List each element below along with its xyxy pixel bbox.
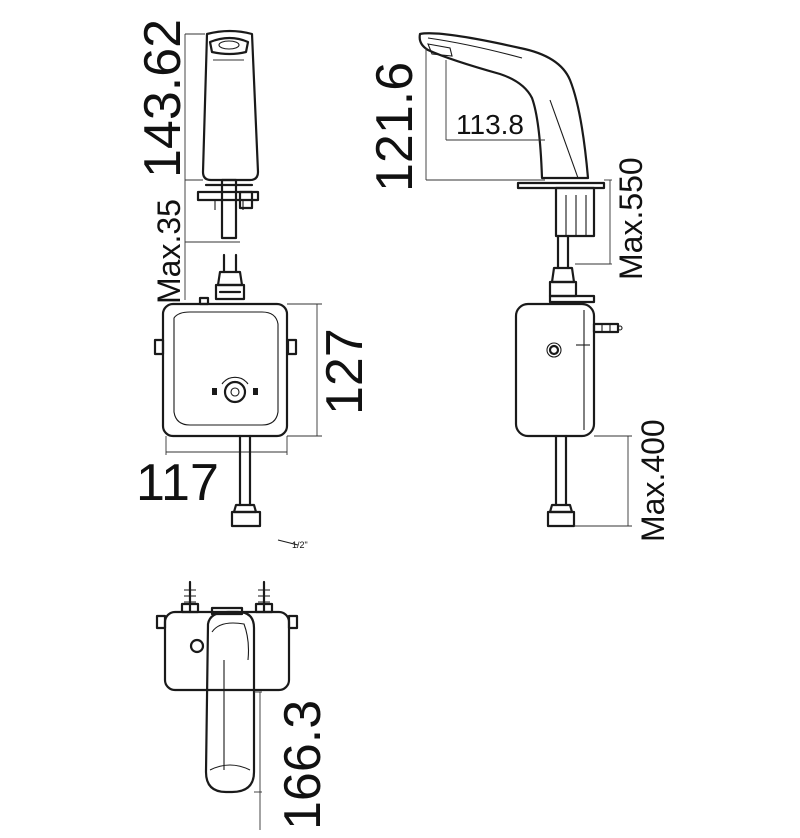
dim-side-max-hose: Max.550 xyxy=(613,157,649,280)
side-control-box xyxy=(514,302,596,438)
top-view xyxy=(155,580,299,830)
dim-side-spout-reach: 113.8 xyxy=(456,109,524,140)
top-spout xyxy=(204,610,256,794)
dim-box-width: 117 xyxy=(136,454,219,512)
front-view: 1/2" xyxy=(153,29,322,550)
svg-text:1/2": 1/2" xyxy=(292,540,308,550)
dim-side-total-height: 121.6 xyxy=(366,62,424,192)
dim-top-length: 166.3 xyxy=(274,700,332,830)
side-faucet-body xyxy=(418,32,590,180)
front-control-box xyxy=(161,302,289,438)
dim-box-height: 127 xyxy=(316,328,374,415)
front-spout-cap xyxy=(208,36,250,56)
dim-front-max-deck: Max.35 xyxy=(151,199,187,304)
side-view xyxy=(418,32,632,528)
dim-front-spout-height: 143.62 xyxy=(134,19,192,178)
dim-side-max-outlet-hose: Max.400 xyxy=(635,419,671,542)
front-faucet-body xyxy=(201,29,260,182)
